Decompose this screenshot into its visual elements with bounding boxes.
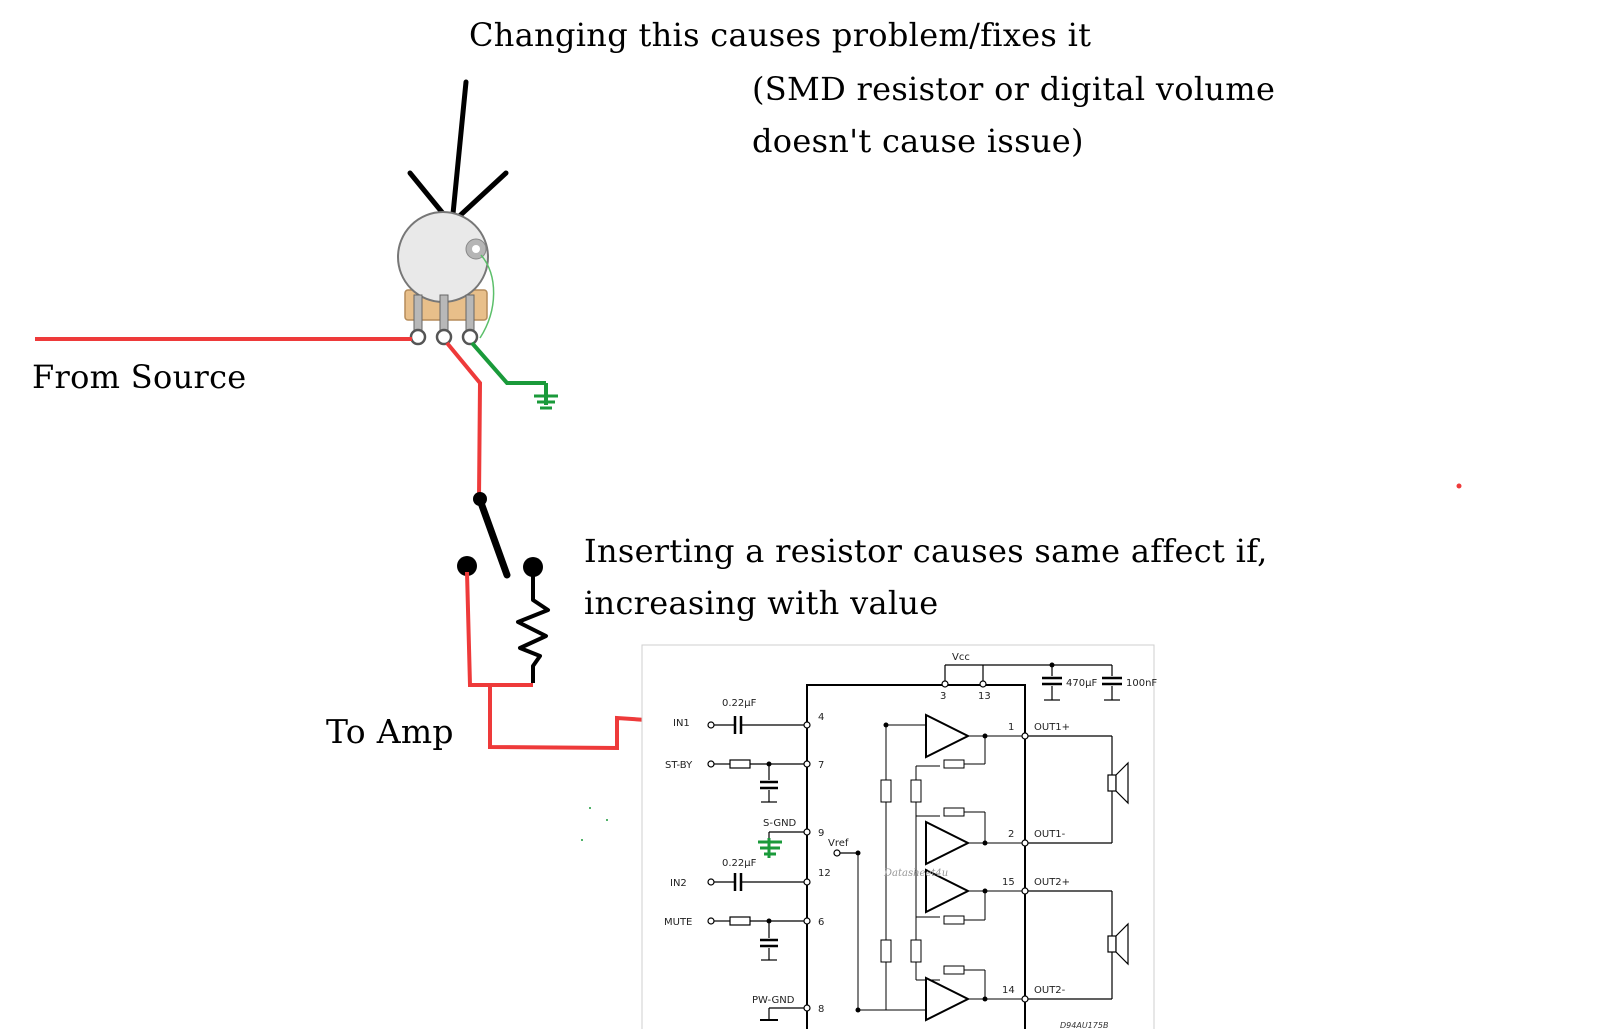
speaker-icon	[1107, 761, 1129, 805]
vref-label: Vref	[828, 838, 849, 849]
out1p-label: OUT1+	[1034, 722, 1070, 733]
sgnd-ground-icon	[758, 838, 782, 858]
amp-schematic: Vcc 3 13 470µF 100nF IN1 0.22µF	[641, 644, 1157, 1034]
svg-text:0.22µF: 0.22µF	[722, 698, 757, 709]
arrow	[407, 79, 509, 227]
top-note: Changing this causes problem/fixes it	[469, 16, 1092, 54]
svg-text:0.22µF: 0.22µF	[722, 858, 757, 869]
cap-100n-label: 100nF	[1126, 678, 1157, 689]
out2p-label: OUT2+	[1034, 877, 1070, 888]
resistor-note-line1: Inserting a resistor causes same affect …	[584, 532, 1268, 570]
svg-text:6: 6	[818, 917, 824, 928]
to-amp-label: To Amp	[326, 712, 454, 751]
potentiometer	[397, 211, 495, 346]
out1m-label: OUT1-	[1034, 829, 1066, 840]
part-code: D94AU175B	[1060, 1021, 1108, 1029]
svg-text:14: 14	[1002, 985, 1015, 996]
svg-text:12: 12	[818, 868, 831, 879]
in1-label: IN1	[673, 718, 690, 729]
svg-text:8: 8	[818, 1004, 824, 1015]
svg-text:13: 13	[978, 691, 991, 702]
svg-text:7: 7	[818, 760, 824, 771]
pwgnd-label: PW-GND	[752, 995, 795, 1006]
svg-text:1: 1	[1008, 722, 1014, 733]
switch	[457, 492, 543, 579]
smd-note-line2: doesn't cause issue)	[752, 122, 1084, 160]
signal-wires	[35, 337, 483, 499]
svg-text:3: 3	[940, 691, 946, 702]
resistor-note-line2: increasing with value	[584, 584, 939, 622]
stby-label: ST-BY	[665, 760, 693, 771]
svg-text:9: 9	[818, 828, 824, 839]
vcc-label: Vcc	[952, 652, 970, 663]
from-source-label: From Source	[32, 358, 247, 396]
svg-text:15: 15	[1002, 877, 1015, 888]
mute-label: MUTE	[664, 917, 692, 928]
in2-label: IN2	[670, 878, 687, 889]
svg-text:2: 2	[1008, 829, 1014, 840]
watermark: Datasheet4u	[883, 868, 948, 879]
smd-note-line1: (SMD resistor or digital volume	[752, 70, 1276, 108]
speaker-icon	[1107, 922, 1129, 966]
ground-wire	[470, 341, 558, 410]
sgnd-label: S-GND	[763, 818, 797, 829]
out2m-label: OUT2-	[1034, 985, 1066, 996]
svg-text:4: 4	[818, 712, 824, 723]
cap-470-label: 470µF	[1066, 678, 1097, 689]
resistor	[516, 567, 550, 683]
